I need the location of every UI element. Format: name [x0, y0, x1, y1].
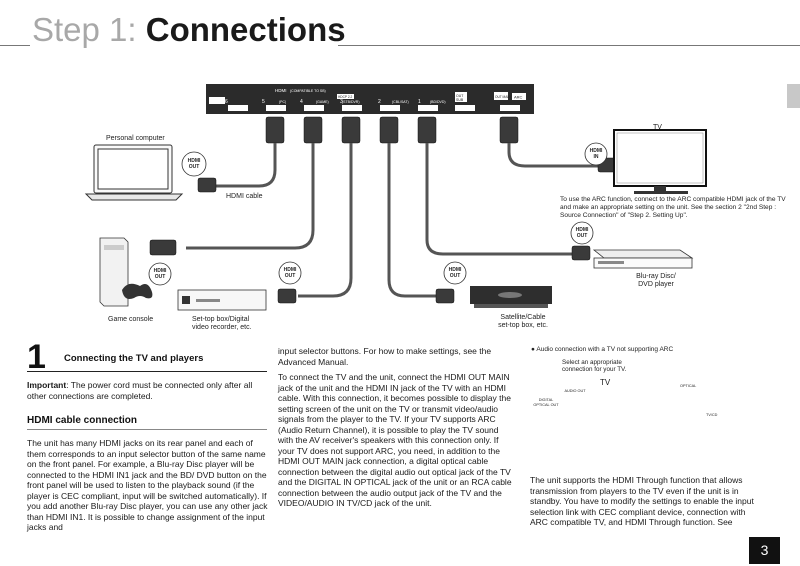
laptop-icon: [84, 144, 184, 201]
title-text: Connections: [145, 11, 346, 48]
out-main-label: OUT MAIN: [495, 95, 511, 99]
label-personal-computer: Personal computer: [106, 135, 165, 142]
page-number: 3: [749, 537, 780, 564]
section-header-box: [27, 340, 267, 372]
bubble-hdmi-out-bluray: HDMI OUT: [575, 227, 589, 239]
out-label: OUT: [456, 94, 464, 98]
inset-digital-optical: DIGITAL OPTICAL OUT: [533, 398, 559, 407]
bluray-player-icon: [592, 249, 694, 269]
port-num-6: 6: [225, 99, 228, 105]
important-label: Important: [27, 380, 67, 390]
inset-optical: OPTICAL: [680, 384, 697, 388]
port-name-1: (BD/DVD): [430, 100, 446, 104]
hdmi-cable-heading: HDMI cable connection: [27, 415, 138, 426]
port-num-1: 1: [418, 99, 421, 105]
bubble-hdmi-out-sat: HDMI OUT: [448, 267, 462, 279]
inset-caption: ● Audio connection with a TV not support…: [531, 346, 674, 353]
important-note: Important: The power cord must be connec…: [27, 380, 269, 401]
label-satellite: Satellite/Cable set-top box, etc.: [498, 314, 548, 329]
inset-audio-out: AUDIO OUT: [564, 389, 586, 393]
hdmi-body: The unit has many HDMI jacks on its rear…: [27, 438, 268, 532]
bubble-hdmi-in-tv: HDMI IN: [589, 148, 603, 160]
title-rule-right: [338, 45, 800, 46]
bubble-hdmi-out-pc: HDMI OUT: [187, 158, 201, 170]
page-title: Step 1: Connections: [32, 10, 346, 50]
section-number: 1: [27, 338, 46, 376]
step-label: Step 1:: [32, 11, 137, 48]
port-num-4: 4: [300, 99, 303, 105]
section-tab: [787, 84, 800, 108]
port-name-4: (GAME): [316, 100, 329, 104]
port-num-5: 5: [262, 99, 265, 105]
settop-box-icon: [177, 289, 267, 311]
inset-select-note: Select an appropriate connection for you…: [562, 359, 627, 373]
column2-p1: input selector buttons. For how to make …: [278, 346, 492, 367]
column3-body: The unit supports the HDMI Through funct…: [530, 475, 754, 527]
port-num-3: 3: [340, 99, 343, 105]
port-name-2: (CBL/SAT): [392, 100, 409, 104]
title-rule-left: [0, 45, 30, 46]
tv-icon: [613, 129, 707, 194]
rear-panel: HDMI (COMPATIBLE TO SB) 6 5 (PC) 4 (GAME…: [206, 84, 534, 114]
arc-badge: ARC: [514, 95, 523, 100]
inset-tvcd: TV/CD: [706, 413, 718, 417]
hdmi-heading-rule: [27, 429, 267, 430]
label-game-console: Game console: [108, 316, 154, 323]
panel-title: HDMI: [275, 88, 287, 93]
hdcp-badge: HDCP 2.2: [338, 95, 353, 99]
arc-note: To use the ARC function, connect to the …: [560, 196, 786, 219]
panel-subtitle: (COMPATIBLE TO SB): [290, 89, 326, 93]
bubble-hdmi-out-game: HDMI OUT: [153, 268, 167, 280]
label-settop: Set-top box/Digital video recorder, etc.: [192, 316, 252, 331]
inset-tv-label: TV: [600, 378, 611, 387]
out-sub-label: SUB: [456, 98, 464, 102]
port-name-5: (PC): [279, 100, 286, 104]
label-hdmi-cable: HDMI cable: [226, 193, 263, 200]
section-title: Connecting the TV and players: [64, 353, 204, 364]
label-tv: TV: [653, 124, 662, 131]
game-console-icon: [99, 237, 153, 307]
label-bluray: Blu-ray Disc/ DVD player: [636, 273, 676, 288]
connection-diagram: HDMI (COMPATIBLE TO SB) 6 5 (PC) 4 (GAME…: [84, 84, 707, 311]
important-text: : The power cord must be connected only …: [27, 380, 253, 401]
port-num-2: 2: [378, 99, 381, 105]
column2-p2: To connect the TV and the unit, connect …: [278, 372, 512, 508]
satellite-box-icon: [470, 286, 552, 308]
port-name-3: (STB/DVR): [342, 100, 360, 104]
bubble-hdmi-out-stb: HDMI OUT: [283, 267, 297, 279]
